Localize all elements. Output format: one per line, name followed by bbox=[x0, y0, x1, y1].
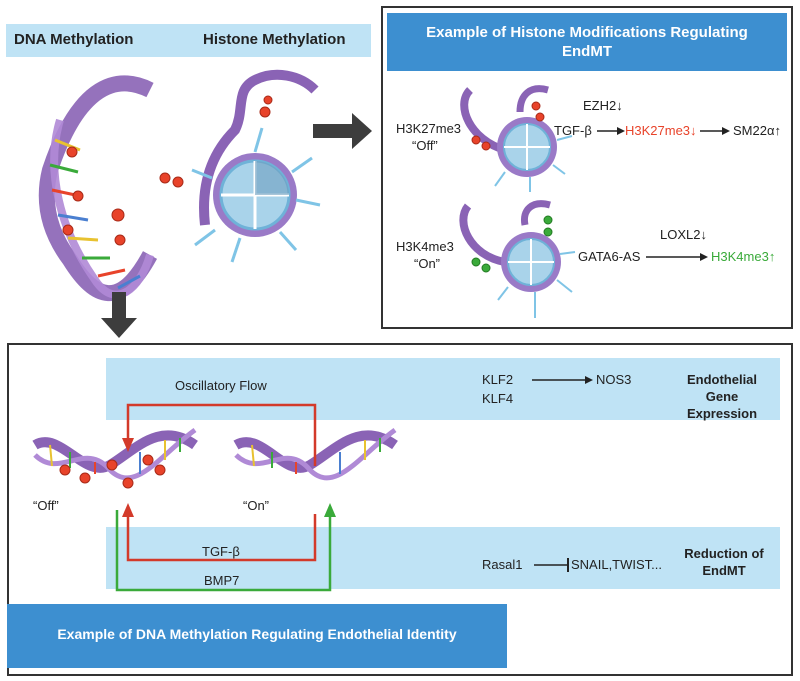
ezh2-text: EZH2 bbox=[583, 98, 617, 113]
dna-helix-on-icon bbox=[233, 427, 398, 481]
nucleus-off-icon bbox=[460, 85, 573, 192]
histone-panel-title: Example of Histone Modifications Regulat… bbox=[387, 13, 787, 71]
loxl2-text: LOXL2 bbox=[660, 227, 701, 242]
loxl2-down-arrow: ↓ bbox=[700, 227, 707, 242]
h3k27me3-output-label: H3K27me3↓ bbox=[625, 123, 697, 138]
dna-methylation-label: DNA Methylation bbox=[14, 31, 134, 48]
dna-on-label: “On” bbox=[243, 498, 269, 513]
h3k27me3-output-text: H3K27me3 bbox=[625, 123, 691, 138]
snail-twist-label: SNAIL,TWIST... bbox=[571, 557, 663, 572]
dna-helix-large bbox=[38, 75, 158, 302]
green-bmp7-loop-arrow bbox=[115, 510, 332, 592]
histone-nucleus-large bbox=[159, 69, 321, 263]
h3k27me3-mark-label: H3K27me3 bbox=[396, 121, 462, 136]
h3k4me3-up-arrow: ↑ bbox=[768, 249, 776, 264]
dna-panel bbox=[7, 343, 793, 676]
oscillatory-flow-label: Oscillatory Flow bbox=[175, 378, 267, 393]
h3k27me3-down-arrow: ↓ bbox=[690, 123, 697, 138]
right-arrow-to-histone-panel bbox=[313, 113, 372, 149]
h3k4me3-output-label: H3K4me3↑ bbox=[711, 249, 775, 264]
klf2-label: KLF2 bbox=[482, 372, 514, 387]
reduction-endmt-label: Reduction of EndMT bbox=[684, 546, 764, 578]
red-flow-loop-arrows bbox=[126, 403, 317, 562]
histone-panel bbox=[381, 6, 793, 329]
dna-panel-bottom-bar bbox=[106, 527, 780, 589]
ezh2-label: EZH2↓ bbox=[583, 98, 623, 113]
tgf-beta-label-dna: TGF-β bbox=[202, 544, 240, 559]
sm22a-label: SM22α↑ bbox=[733, 123, 781, 138]
h3k4me3-output-text: H3K4me3 bbox=[711, 249, 769, 264]
dna-helix-off-icon bbox=[32, 427, 198, 489]
gata6-as-label: GATA6-AS bbox=[578, 249, 641, 264]
sm22a-text: SM22α bbox=[733, 123, 775, 138]
nos3-label: NOS3 bbox=[596, 372, 632, 387]
dna-panel-title: Example of DNA Methylation Regulating En… bbox=[7, 604, 507, 668]
h3k27me3-state-label: “Off” bbox=[412, 138, 438, 153]
bmp7-label: BMP7 bbox=[204, 573, 240, 588]
histone-methylation-label: Histone Methylation bbox=[203, 31, 346, 48]
endothelial-gene-expression-label: Endothelial Gene Expression bbox=[686, 372, 758, 421]
dna-off-label: “Off” bbox=[33, 498, 59, 513]
nucleus-on-icon bbox=[459, 200, 576, 318]
dna-panel-top-bar bbox=[106, 358, 780, 420]
h3k4me3-mark-label: H3K4me3 bbox=[396, 239, 454, 254]
ezh2-down-arrow: ↓ bbox=[616, 98, 623, 113]
down-arrow-to-dna-panel bbox=[101, 292, 137, 338]
klf4-label: KLF4 bbox=[482, 391, 514, 406]
h3k4me3-state-label: “On” bbox=[414, 256, 440, 271]
sm22a-up-arrow: ↑ bbox=[774, 123, 781, 138]
loxl2-label: LOXL2↓ bbox=[660, 227, 707, 242]
top-left-header-bar bbox=[6, 24, 371, 57]
tgf-beta-label-row1: TGF-β bbox=[554, 123, 592, 138]
rasal1-label: Rasal1 bbox=[482, 557, 523, 572]
